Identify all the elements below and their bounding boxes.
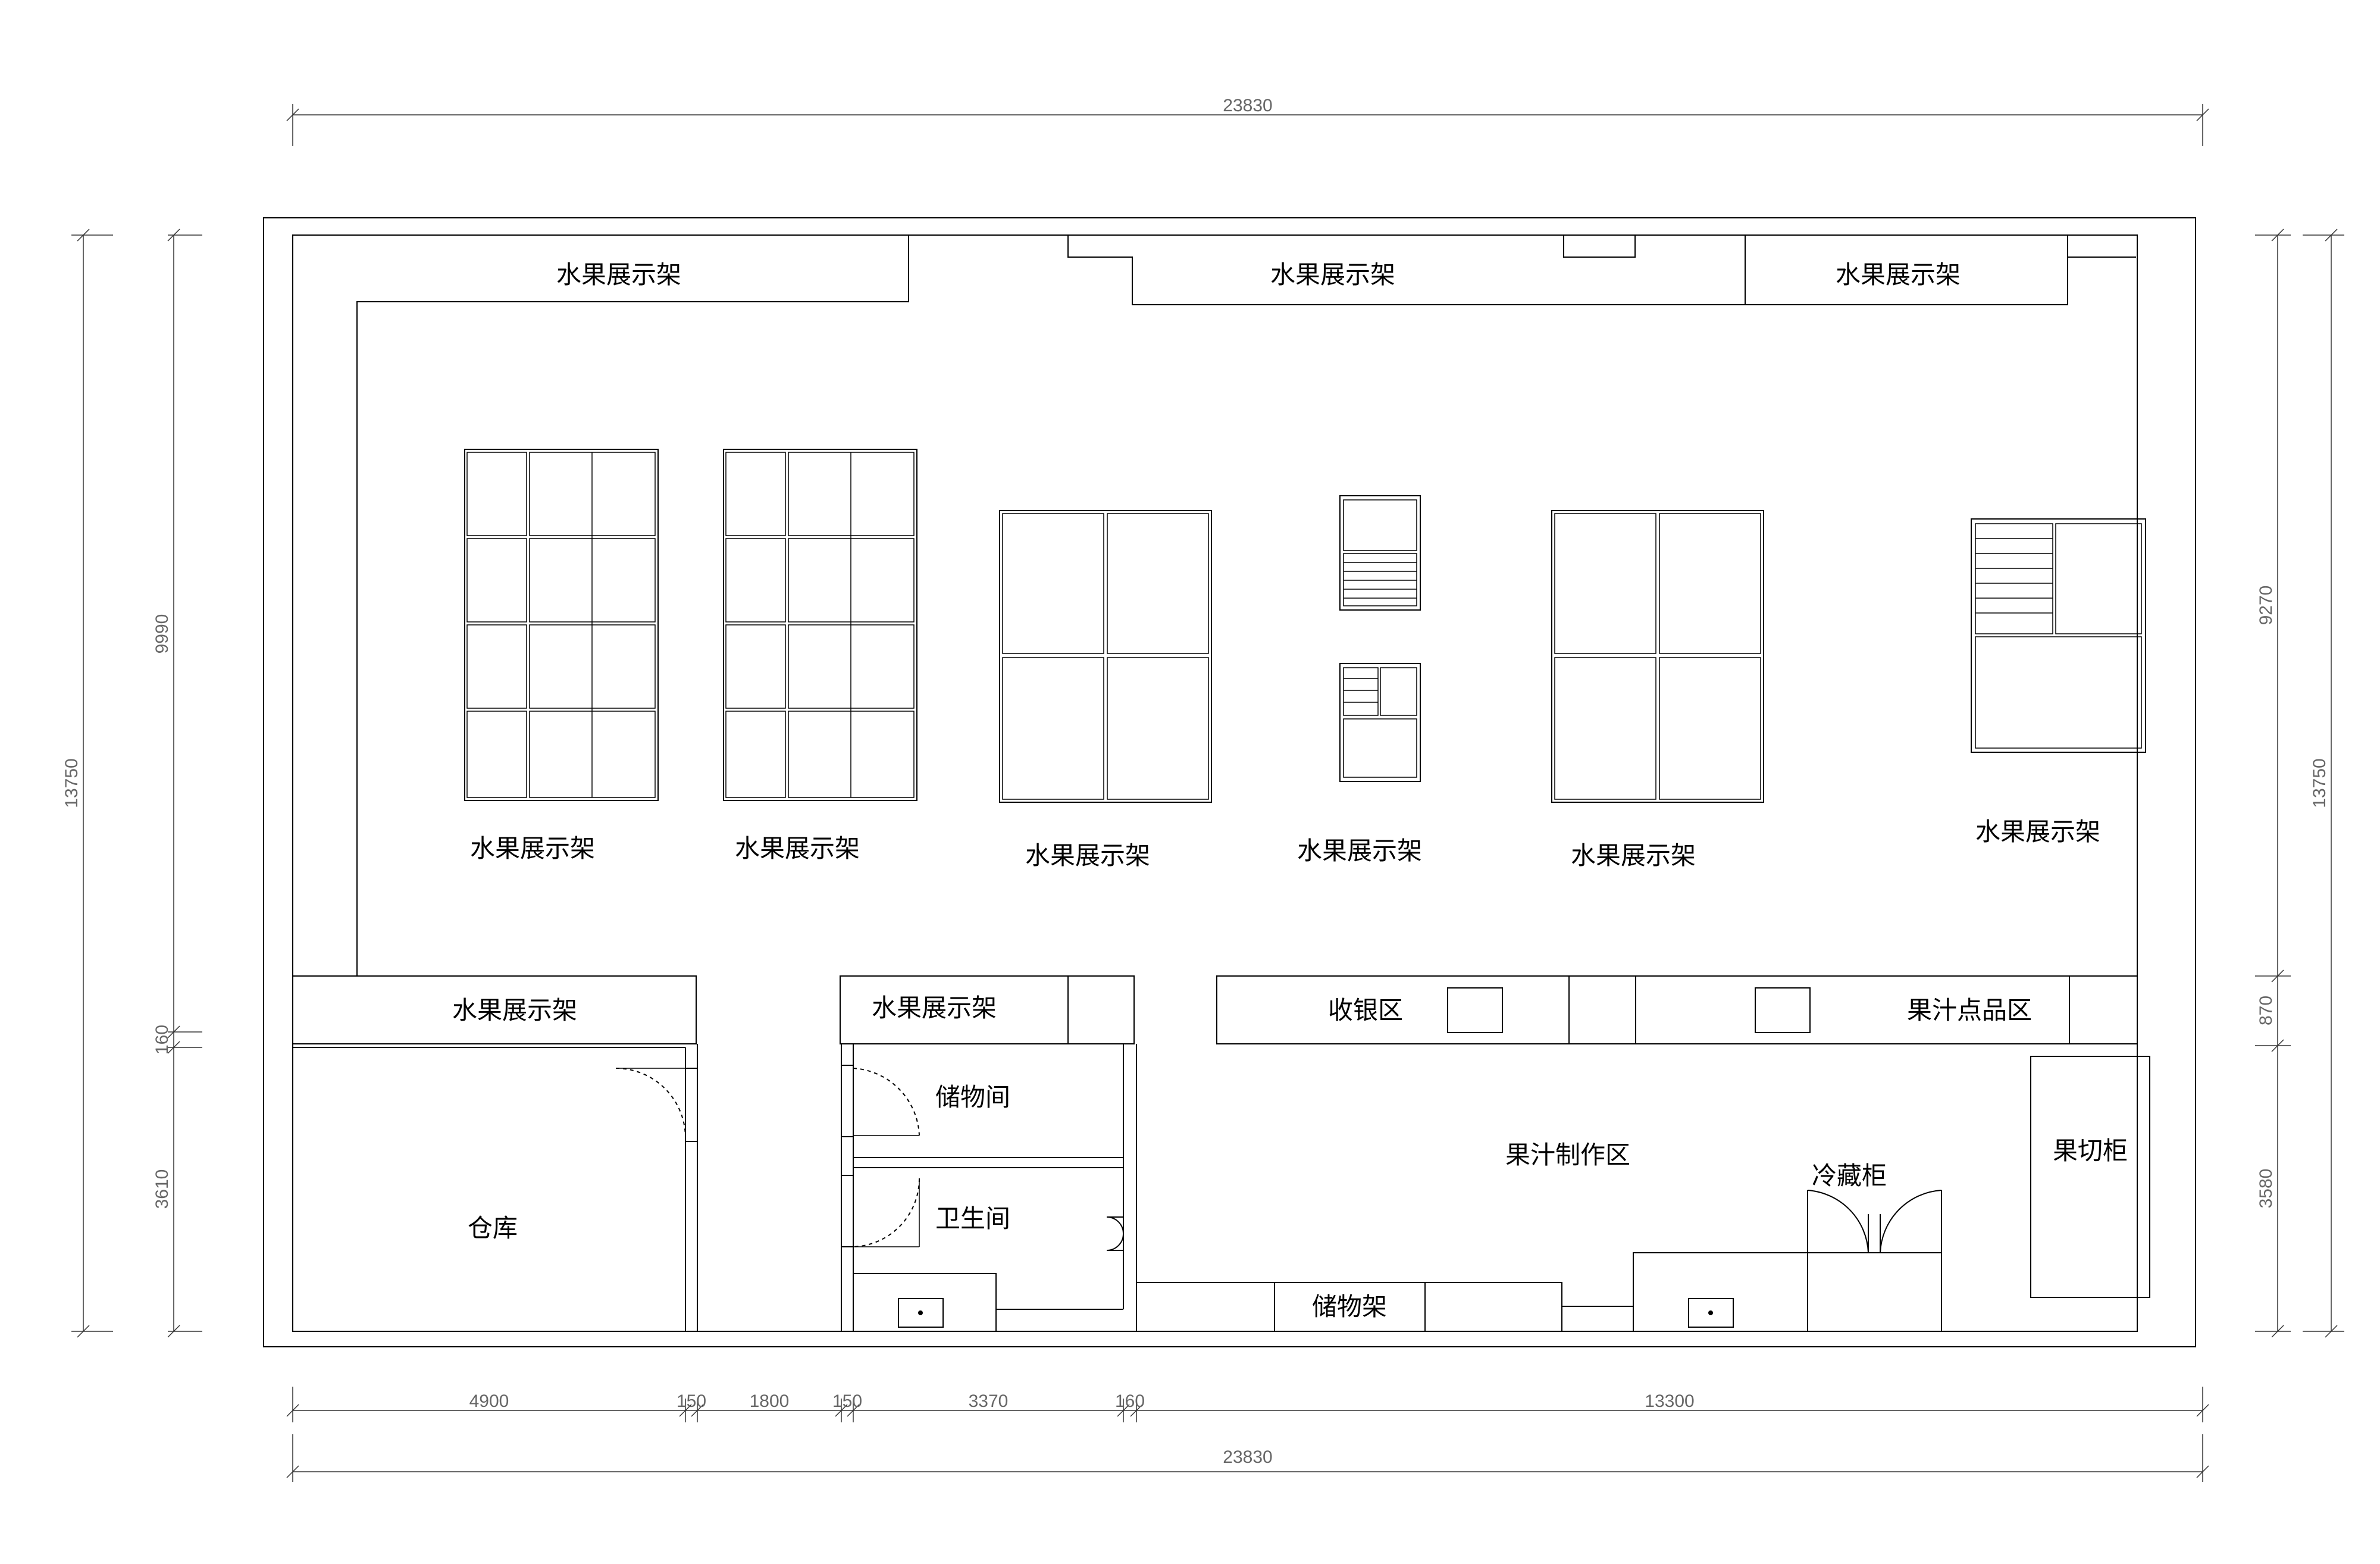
island-2-label: 水果展示架 [735, 834, 860, 862]
dim-bottom-seg-4: 150 [832, 1391, 862, 1411]
island-3-label: 水果展示架 [1025, 842, 1150, 869]
checkout-label: 收银区 [1328, 996, 1403, 1024]
fridge: 冷藏柜 [1807, 1162, 1942, 1253]
top-shelf-left: 水果展示架 [293, 234, 909, 976]
juice-making-label: 果汁制作区 [1505, 1141, 1630, 1169]
restroom-label: 卫生间 [935, 1205, 1010, 1233]
warehouse-room: 仓库 [293, 1044, 698, 1331]
dim-bottom-total: 23830 [1223, 1447, 1272, 1467]
dim-left-upper: 9990 [152, 614, 172, 654]
dim-left-lower: 3610 [152, 1169, 172, 1209]
top-shelf-right: 水果展示架 [1745, 235, 2136, 305]
dim-bottom-seg-7: 13300 [1645, 1391, 1694, 1411]
dimension-right: 9270 870 3580 13750 [2255, 229, 2344, 1338]
dim-bottom-seg-2: 150 [677, 1391, 706, 1411]
display-island-3: 水果展示架 [999, 510, 1212, 869]
juice-order-label: 果汁点品区 [1907, 996, 2032, 1024]
fridge-label: 冷藏柜 [1812, 1162, 1887, 1190]
restroom: 卫生间 [841, 1175, 1124, 1332]
dimension-top: 23830 [286, 96, 2209, 146]
display-island-6: 水果展示架 [1971, 518, 2146, 846]
display-island-5: 水果展示架 [1551, 510, 1764, 869]
display-island-2: 水果展示架 [723, 449, 917, 862]
top-shelf-3-label: 水果展示架 [1836, 261, 1961, 289]
dim-right-lower: 3580 [2256, 1169, 2276, 1209]
dim-right-outer: 13750 [2310, 758, 2329, 808]
building-walls [263, 217, 2196, 1347]
dim-right-mid: 870 [2256, 996, 2276, 1025]
warehouse-label: 仓库 [468, 1214, 518, 1242]
lower-shelf-left: 水果展示架 [292, 975, 697, 1044]
dimension-bottom-total: 23830 [286, 1434, 2209, 1482]
dim-left-mid: 160 [152, 1025, 172, 1055]
dim-right-upper: 9270 [2256, 586, 2276, 625]
checkout-counter: 收银区 果汁点品区 [1216, 975, 2138, 1044]
dim-bottom-seg-5: 3370 [969, 1391, 1009, 1411]
dim-top-total: 23830 [1223, 96, 1272, 115]
storage-rack-label: 储物架 [1312, 1293, 1387, 1321]
island-4-label: 水果展示架 [1297, 837, 1422, 865]
lower-shelf-center: 水果展示架 [840, 975, 1135, 1044]
dim-left-outer: 13750 [62, 758, 82, 808]
dim-bottom-seg-6: 160 [1115, 1391, 1145, 1411]
storage-room: 储物间 [841, 1043, 1137, 1331]
fruit-cut-cabinet: 果切柜 [2030, 1056, 2150, 1298]
island-5-label: 水果展示架 [1571, 842, 1696, 869]
display-island-1: 水果展示架 [464, 449, 659, 862]
island-1-label: 水果展示架 [470, 834, 595, 862]
dim-bottom-seg-1: 4900 [469, 1391, 509, 1411]
juice-making-area: 果汁制作区 储物架 [1136, 1141, 1942, 1332]
top-shelf-middle: 水果展示架 [1067, 235, 1746, 305]
dim-bottom-seg-3: 1800 [750, 1391, 790, 1411]
island-6-label: 水果展示架 [1975, 818, 2100, 846]
fruit-cut-cabinet-label: 果切柜 [2053, 1137, 2128, 1165]
lower-shelf-1-label: 水果展示架 [452, 996, 577, 1024]
dimension-bottom-segments: 4900 150 1800 150 3370 160 13300 [286, 1387, 2209, 1422]
top-shelf-2-label: 水果展示架 [1270, 261, 1395, 289]
dimension-left: 13750 9990 160 3610 [62, 229, 202, 1338]
lower-shelf-2-label: 水果展示架 [872, 994, 997, 1022]
display-island-4: 水果展示架 [1297, 495, 1422, 865]
top-shelf-1-label: 水果展示架 [556, 261, 681, 289]
storage-room-label: 储物间 [935, 1083, 1010, 1111]
